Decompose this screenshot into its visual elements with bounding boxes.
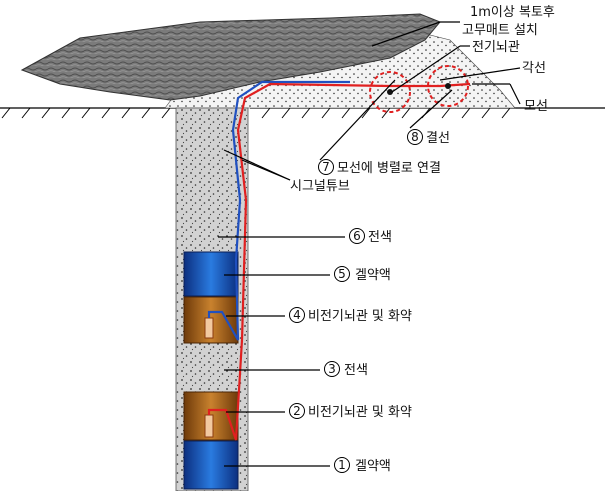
connection-dot-2 — [445, 83, 451, 89]
connection-label: 결선 — [426, 131, 450, 146]
num-4-circle — [289, 307, 305, 323]
mat-label-line1: 1m이상 복토후 — [470, 5, 555, 20]
electric-detonator-label: 전기뇌관 — [472, 40, 520, 55]
signal-tube-red — [207, 82, 471, 441]
detonator-lower — [204, 414, 214, 438]
num-4: 4 — [293, 308, 301, 322]
detonator-upper — [204, 317, 214, 339]
num-2: 2 — [293, 404, 301, 418]
connection-circle-2 — [427, 65, 469, 107]
num-5: 5 — [338, 267, 346, 281]
num-8-circle — [407, 129, 423, 145]
num-8: 8 — [411, 130, 419, 144]
num-5-circle — [334, 266, 350, 282]
num-3: 3 — [328, 362, 336, 376]
num-2-circle — [289, 403, 305, 419]
stemming-3-label: 전색 — [344, 363, 368, 378]
main-wire-label: 모선 — [524, 99, 548, 114]
num-7: 7 — [322, 160, 330, 174]
mat-label-line2: 고무매트 설치 — [462, 23, 538, 38]
gel-charge-1 — [183, 440, 239, 490]
gel-charge-5 — [183, 251, 239, 297]
nonelectric-4-label: 비전기뇌관 및 화약 — [308, 309, 412, 324]
num-6-circle — [349, 228, 365, 244]
connection-dot-1 — [387, 89, 393, 95]
gel-1-label: 겔약액 — [355, 459, 391, 474]
leg-wire-label: 각선 — [522, 61, 546, 76]
num-1: 1 — [338, 458, 346, 472]
ground-surface — [0, 107, 605, 119]
num-7-circle — [318, 159, 334, 175]
rubber-mat — [20, 13, 441, 101]
nonelectric-2-label: 비전기뇌관 및 화약 — [308, 405, 412, 420]
num-6: 6 — [353, 229, 361, 243]
parallel-connect-label: 모선에 병렬로 연결 — [337, 161, 441, 176]
num-1-circle — [334, 457, 350, 473]
stemming-6-label: 전색 — [368, 230, 392, 245]
signal-tube-label: 시그널튜브 — [290, 179, 350, 194]
gel-5-label: 겔약액 — [355, 268, 391, 283]
connection-circle-1 — [369, 71, 411, 113]
num-3-circle — [324, 361, 340, 377]
leader-lines — [218, 21, 521, 467]
signal-tube-blue — [207, 80, 350, 341]
